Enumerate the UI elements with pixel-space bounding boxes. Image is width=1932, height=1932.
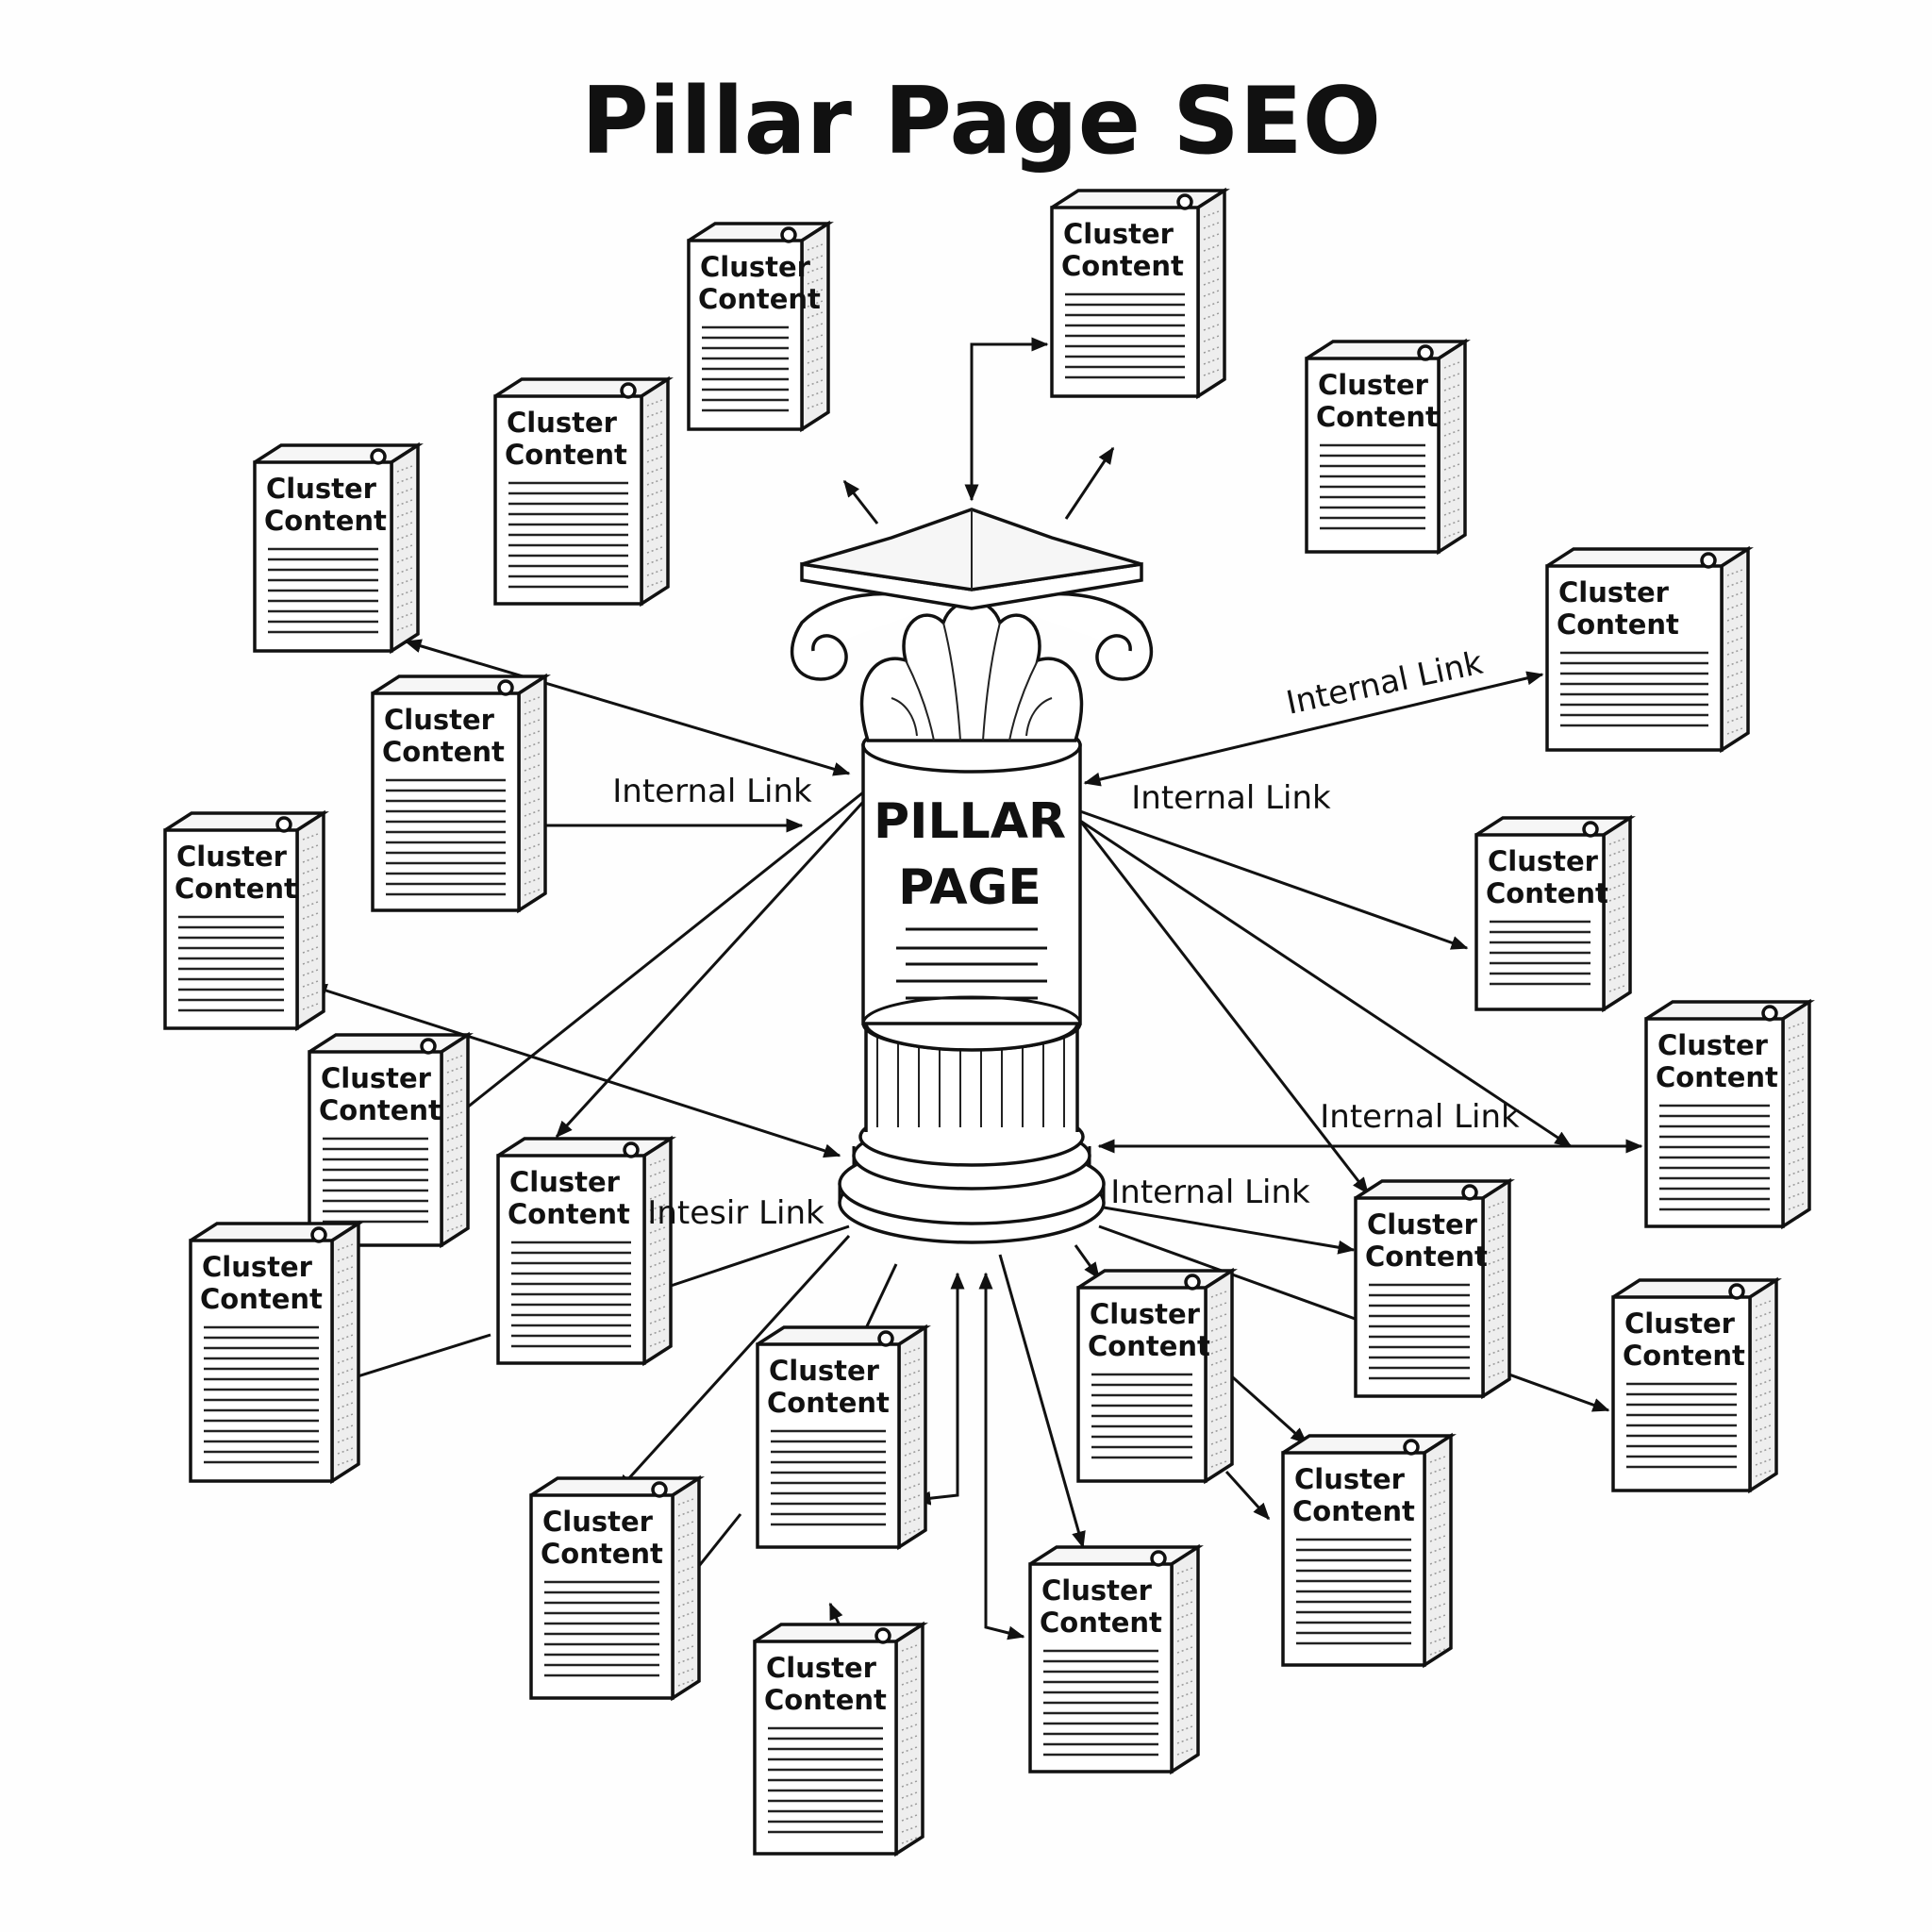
internal-link-arrow bbox=[1074, 1244, 1101, 1280]
cluster-label-line1: Cluster bbox=[542, 1506, 654, 1538]
cluster-label-line2: Content bbox=[1486, 877, 1608, 909]
cluster-label-line2: Content bbox=[200, 1283, 323, 1315]
diagram-title: Pillar Page SEO bbox=[581, 68, 1381, 175]
cluster-label-line1: Cluster bbox=[1063, 218, 1174, 250]
cluster-label-line1: Cluster bbox=[769, 1355, 880, 1387]
cluster-label-line1: Cluster bbox=[1041, 1574, 1153, 1607]
link-label-left: Internal Link bbox=[612, 773, 812, 810]
cluster-label-line2: Content bbox=[1316, 401, 1439, 433]
cluster-label-line2: Content bbox=[264, 505, 387, 537]
internal-link-arrow bbox=[1224, 1470, 1271, 1521]
cluster-label-line1: Cluster bbox=[766, 1652, 877, 1684]
cluster-label-line2: Content bbox=[767, 1387, 890, 1419]
cluster-label-line1: Cluster bbox=[507, 407, 618, 439]
cluster-label-line2: Content bbox=[764, 1684, 887, 1716]
cluster-label-line1: Cluster bbox=[384, 704, 495, 736]
pillar-text-lines bbox=[896, 927, 1047, 1000]
pillar-volute-left bbox=[791, 591, 944, 681]
cluster-label-line1: Cluster bbox=[266, 473, 377, 505]
cluster-label-line1: Cluster bbox=[1624, 1307, 1736, 1340]
cluster-documents: ClusterContentClusterContentClusterConte… bbox=[163, 187, 1815, 1857]
cluster-label-line2: Content bbox=[1088, 1330, 1210, 1362]
cluster-label-line2: Content bbox=[698, 283, 821, 315]
cluster-label-line2: Content bbox=[1365, 1241, 1488, 1273]
internal-link-arrow bbox=[404, 639, 851, 776]
internal-link-arrow bbox=[1079, 819, 1573, 1148]
link-arrows bbox=[309, 337, 1643, 1641]
cluster-label-line2: Content bbox=[541, 1538, 663, 1570]
cluster-label-line2: Content bbox=[1061, 250, 1184, 282]
internal-link-arrow bbox=[555, 800, 865, 1139]
internal-link-arrow bbox=[338, 1333, 491, 1385]
internal-link-arrow bbox=[1083, 671, 1544, 787]
link-label-bottom-right: Internal Link bbox=[1110, 1174, 1310, 1211]
cluster-label-line2: Content bbox=[505, 439, 627, 471]
cluster-label-line1: Cluster bbox=[1367, 1208, 1478, 1241]
cluster-label-line1: Cluster bbox=[321, 1062, 432, 1094]
cluster-label-line1: Cluster bbox=[202, 1251, 313, 1283]
internal-link-arrow bbox=[842, 479, 879, 525]
cluster-label-line2: Content bbox=[1623, 1340, 1745, 1372]
cluster-label-line2: Content bbox=[1040, 1607, 1162, 1639]
cluster-label-line1: Cluster bbox=[509, 1166, 621, 1198]
cluster-label-line2: Content bbox=[1557, 608, 1679, 641]
cluster-label-line2: Content bbox=[382, 736, 505, 768]
cluster-label-line2: Content bbox=[1292, 1495, 1415, 1527]
pillar-capital-leaves bbox=[859, 599, 1084, 742]
cluster-label-line1: Cluster bbox=[1318, 369, 1429, 401]
cluster-label-line2: Content bbox=[508, 1198, 630, 1230]
cluster-label-line1: Cluster bbox=[700, 251, 811, 283]
internal-link-arrow bbox=[913, 1272, 965, 1506]
internal-link-arrow bbox=[1078, 820, 1370, 1195]
cluster-label-line1: Cluster bbox=[1090, 1298, 1201, 1330]
internal-link-arrow bbox=[978, 1272, 1025, 1641]
internal-link-arrow bbox=[616, 1234, 851, 1492]
cluster-label-line2: Content bbox=[319, 1094, 441, 1126]
internal-link-arrow bbox=[1098, 1224, 1610, 1412]
pillar-label-line1: PILLAR bbox=[874, 793, 1066, 850]
cluster-label-line1: Cluster bbox=[1488, 845, 1599, 877]
cluster-label-line1: Cluster bbox=[1294, 1463, 1406, 1495]
cluster-label-line2: Content bbox=[175, 873, 297, 905]
cluster-label-line1: Cluster bbox=[176, 841, 288, 873]
internal-link-arrow bbox=[309, 983, 841, 1158]
cluster-label-line1: Cluster bbox=[1558, 576, 1670, 608]
link-label-right-lower: Internal Link bbox=[1320, 1098, 1520, 1136]
internal-link-arrow bbox=[1079, 809, 1469, 950]
internal-link-arrow bbox=[998, 1254, 1086, 1549]
internal-link-arrow bbox=[964, 337, 1049, 502]
internal-link-arrow bbox=[649, 1224, 850, 1294]
link-label-bottom-left: Intesir Link bbox=[647, 1194, 824, 1232]
pillar-label-line2: PAGE bbox=[898, 859, 1041, 916]
pillar-volute-right bbox=[999, 591, 1153, 681]
link-label-right-upper: Internal Link bbox=[1131, 779, 1331, 817]
cluster-label-line2: Content bbox=[1656, 1061, 1778, 1093]
cluster-label-line1: Cluster bbox=[1657, 1029, 1769, 1061]
internal-link-arrow bbox=[1064, 446, 1115, 520]
pillar-column: PILLAR PAGE bbox=[791, 508, 1153, 1244]
internal-link-arrow bbox=[1103, 1206, 1356, 1255]
